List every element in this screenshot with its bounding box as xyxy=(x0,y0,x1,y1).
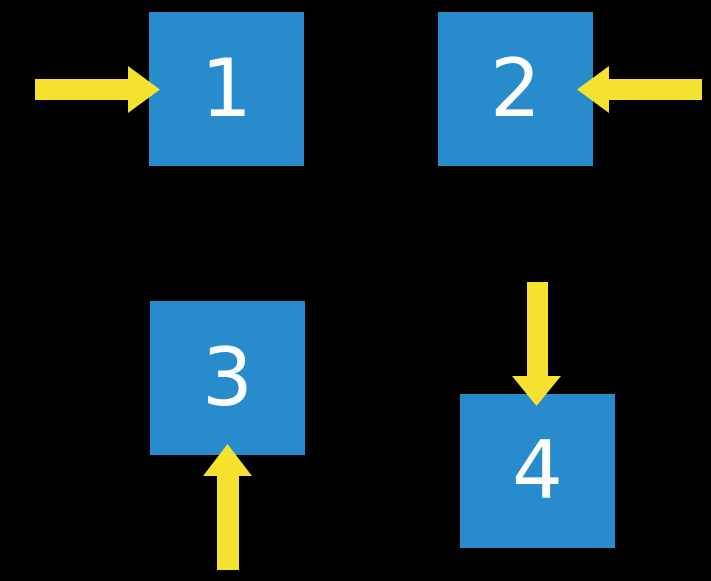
left-arrow-shaft xyxy=(608,79,702,100)
square-3-label: 3 xyxy=(202,331,253,424)
right-arrow-head xyxy=(128,66,160,113)
down-arrow-head xyxy=(512,376,561,406)
square-2-label: 2 xyxy=(490,42,541,135)
down-arrow-icon xyxy=(512,282,561,406)
up-arrow-shaft xyxy=(217,475,239,570)
square-1-label: 1 xyxy=(201,42,252,135)
square-2[interactable]: 2 xyxy=(438,12,593,166)
square-1[interactable]: 1 xyxy=(149,12,304,166)
left-arrow-icon xyxy=(577,66,702,113)
square-3[interactable]: 3 xyxy=(150,301,305,455)
left-arrow-head xyxy=(577,66,609,113)
square-4-label: 4 xyxy=(512,424,563,517)
down-arrow-shaft xyxy=(527,282,548,376)
square-4[interactable]: 4 xyxy=(460,394,615,548)
up-arrow-head xyxy=(203,444,252,476)
right-arrow-icon xyxy=(35,66,160,113)
right-arrow-shaft xyxy=(35,79,129,100)
up-arrow-icon xyxy=(203,444,252,570)
